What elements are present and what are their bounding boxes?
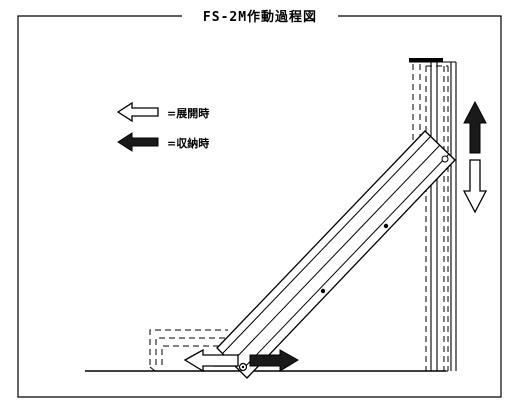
legend-stow-label: =収納時 [167,136,209,150]
legend-deploy-label: =展開時 [167,106,209,120]
diagonal-beam [216,130,456,379]
legend-stow-arrow-icon [117,132,159,152]
column-deploy-down-arrow-icon [462,159,488,214]
legend-deploy-arrow-icon [116,101,159,123]
diagram-title: FS-2M作動過程図 [203,9,317,25]
deployed-position-ghost [149,329,228,372]
outer-frame [17,15,502,398]
stowed-beam-ghost [412,64,449,372]
stowed-column [409,58,457,371]
base-deploy-arrow-icon [183,348,239,373]
column-stow-up-arrow-icon [463,100,487,154]
base-stow-arrow-icon [249,349,299,372]
